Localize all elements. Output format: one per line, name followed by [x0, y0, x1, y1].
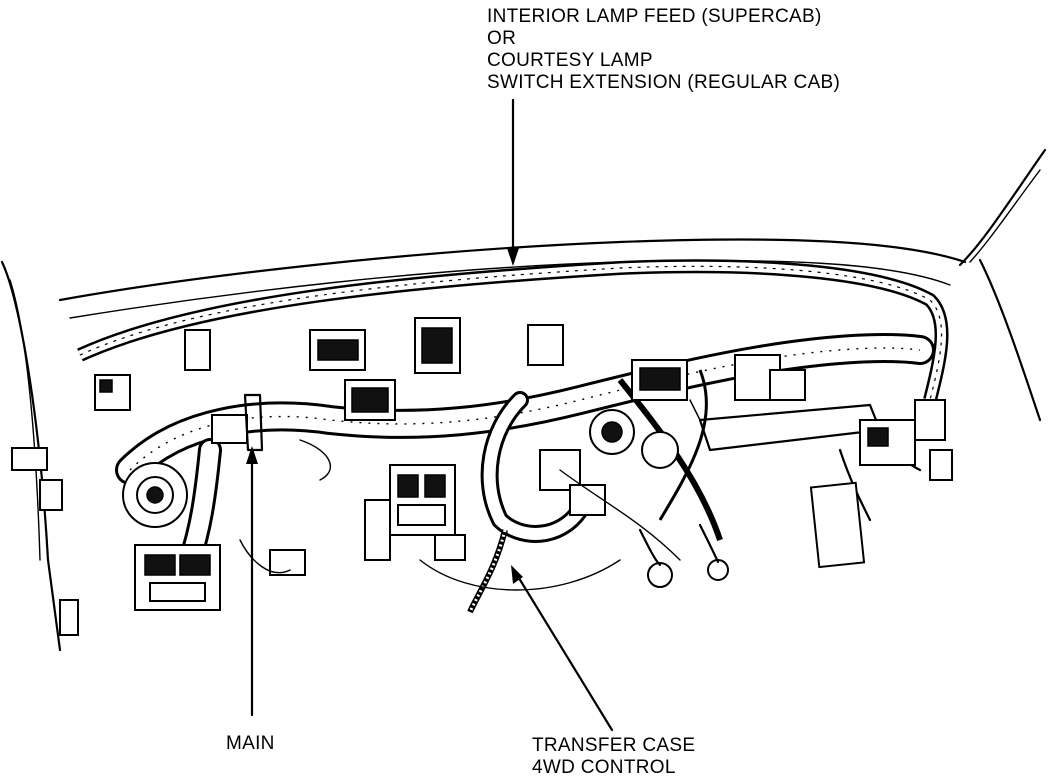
callout-line: OR	[487, 28, 517, 49]
components	[11, 317, 953, 636]
arrowhead-interior-lamp	[507, 248, 519, 266]
interior-lamp-callout: INTERIOR LAMP FEED (SUPERCAB) OR COURTES…	[487, 6, 840, 94]
callout-line: MAIN	[226, 733, 275, 754]
callout-line: 4WD CONTROL	[532, 757, 676, 778]
transfer-case-callout: TRANSFER CASE 4WD CONTROL	[532, 735, 695, 779]
callout-line: COURTESY LAMP	[487, 50, 653, 71]
callout-line: INTERIOR LAMP FEED (SUPERCAB)	[487, 6, 822, 27]
main-callout: MAIN	[226, 733, 275, 755]
callout-line: SWITCH EXTENSION (REGULAR CAB)	[487, 72, 841, 93]
leader-transfer-case	[512, 568, 614, 732]
arrowhead-transfer-case	[511, 565, 523, 584]
callout-line: TRANSFER CASE	[532, 735, 696, 756]
arrowhead-main	[246, 446, 258, 464]
leader-lines	[246, 98, 614, 732]
